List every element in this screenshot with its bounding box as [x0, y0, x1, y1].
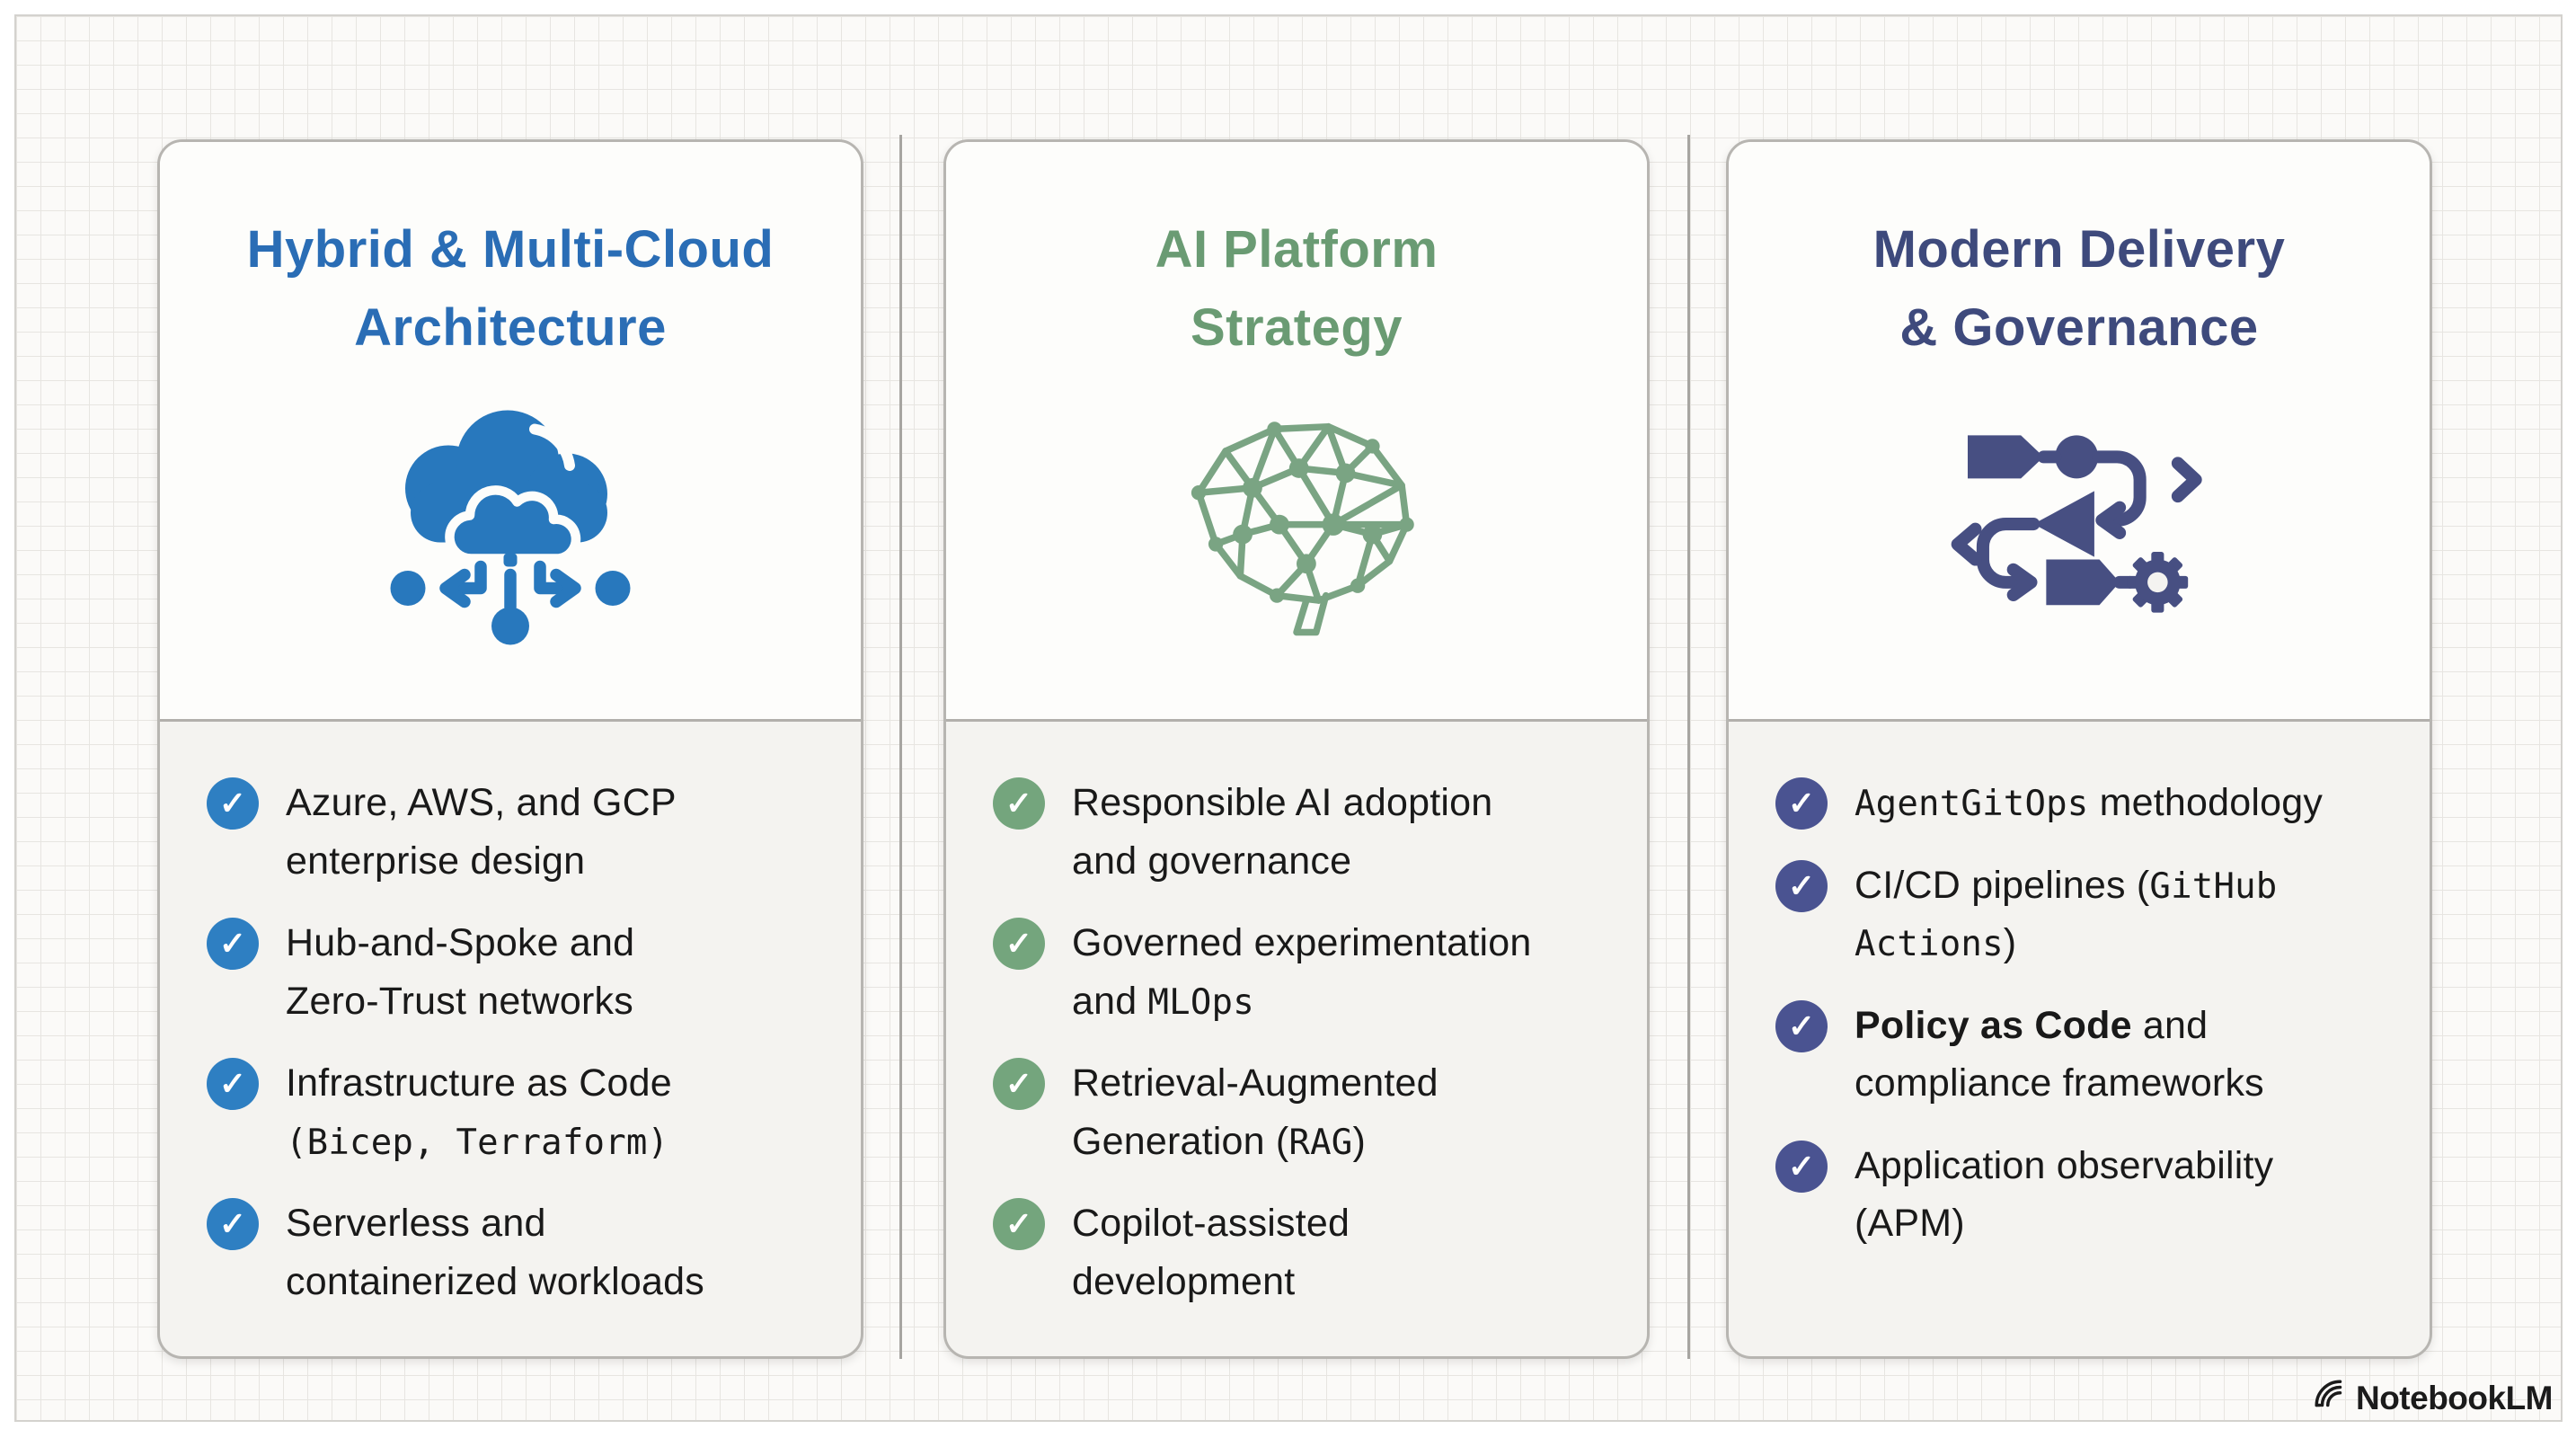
card-header: Modern Delivery & Governance: [1729, 142, 2430, 722]
watermark-label: NotebookLM: [2355, 1379, 2554, 1416]
check-icon: ✓: [1775, 1140, 1828, 1193]
check-icon: ✓: [993, 777, 1045, 830]
item-text: Governed experimentation and MLOps: [1072, 921, 1532, 1023]
item-text: AgentGitOps methodology: [1855, 781, 2324, 824]
check-list: ✓ Azure, AWS, and GCP enterprise design ✓ H…: [207, 774, 825, 1310]
check-list-item: ✓ CI/CD pipelines (GitHub Actions): [1775, 857, 2394, 972]
check-icon: ✓: [207, 918, 259, 970]
check-icon: ✓: [993, 1058, 1045, 1110]
item-text: Policy as Code and compliance frameworks: [1855, 1003, 2264, 1105]
check-icon: ✓: [1775, 999, 1828, 1052]
check-list-item: ✓ Retrieval-Augmented Generation (RAG): [993, 1054, 1611, 1170]
check-list-item: ✓ Application observability (APM): [1775, 1137, 2394, 1253]
item-text: Azure, AWS, and GCP enterprise design: [286, 781, 677, 883]
check-list-item: ✓ Governed experimentation and MLOps: [993, 914, 1611, 1030]
pipeline-gear-icon: [1940, 397, 2218, 643]
check-list-item: ✓ Serverless and containerized workloads: [207, 1194, 825, 1310]
check-icon: ✓: [993, 918, 1045, 970]
item-text: Serverless and containerized workloads: [286, 1202, 704, 1303]
column-divider: [899, 135, 902, 1359]
check-list-item: ✓ Azure, AWS, and GCP enterprise design: [207, 774, 825, 890]
item-text: CI/CD pipelines (GitHub Actions): [1855, 863, 2278, 965]
item-text: Responsible AI adoption and governance: [1072, 781, 1493, 883]
check-icon: ✓: [993, 1198, 1045, 1250]
card-header: AI Platform Strategy: [946, 142, 1647, 722]
check-list-item: ✓ Hub-and-Spoke and Zero-Trust networks: [207, 914, 825, 1030]
item-text: Copilot-assisted development: [1072, 1202, 1350, 1303]
check-list-item: ✓ Copilot-assisted development: [993, 1194, 1611, 1310]
item-text: Infrastructure as Code (Bicep, Terraform…: [286, 1061, 672, 1163]
check-icon: ✓: [1775, 777, 1828, 830]
watermark: NotebookLM: [2311, 1376, 2554, 1420]
check-list-item: ✓ Responsible AI adoption and governance: [993, 774, 1611, 890]
card-modern-delivery: Modern Delivery & Governance: [1726, 139, 2432, 1359]
card-ai-platform: AI Platform Strategy ✓ Responsible AI ado…: [943, 139, 1650, 1359]
check-icon: ✓: [207, 777, 259, 830]
check-list: ✓ AgentGitOps methodology ✓ CI/CD pipelines…: [1775, 774, 2394, 1253]
notebooklm-logo-icon: [2311, 1376, 2347, 1420]
check-list-item: ✓ Policy as Code and compliance framework…: [1775, 997, 2394, 1113]
neural-brain-icon: [1162, 397, 1431, 659]
check-icon: ✓: [207, 1198, 259, 1250]
check-list-item: ✓ Infrastructure as Code (Bicep, Terrafor…: [207, 1054, 825, 1170]
card-body: ✓Responsible AI adoption and governance✓…: [946, 722, 1647, 1310]
item-text: Hub-and-Spoke and Zero-Trust networks: [286, 921, 635, 1023]
card-header: Hybrid & Multi-Cloud Architecture: [160, 142, 861, 722]
card-body: ✓ Azure, AWS, and GCP enterprise design ✓ H…: [160, 722, 861, 1310]
card-title: Modern Delivery & Governance: [1872, 220, 2286, 357]
card-title: Hybrid & Multi-Cloud Architecture: [246, 220, 775, 357]
check-icon: ✓: [207, 1058, 259, 1110]
card-hybrid-multicloud: Hybrid & Multi-Cloud Architecture: [157, 139, 863, 1359]
card-title: AI Platform Strategy: [1155, 220, 1438, 357]
item-text: Retrieval-Augmented Generation (RAG): [1072, 1061, 1438, 1163]
column-divider: [1687, 135, 1690, 1359]
card-body: ✓ AgentGitOps methodology ✓ CI/CD pipelines…: [1729, 722, 2430, 1253]
item-text: Application observability (APM): [1855, 1143, 2274, 1246]
check-icon: ✓: [1775, 859, 1828, 912]
check-list: ✓Responsible AI adoption and governance✓…: [993, 774, 1611, 1310]
multi-cloud-sync-icon: [362, 397, 659, 662]
check-list-item: ✓ AgentGitOps methodology: [1775, 774, 2394, 832]
